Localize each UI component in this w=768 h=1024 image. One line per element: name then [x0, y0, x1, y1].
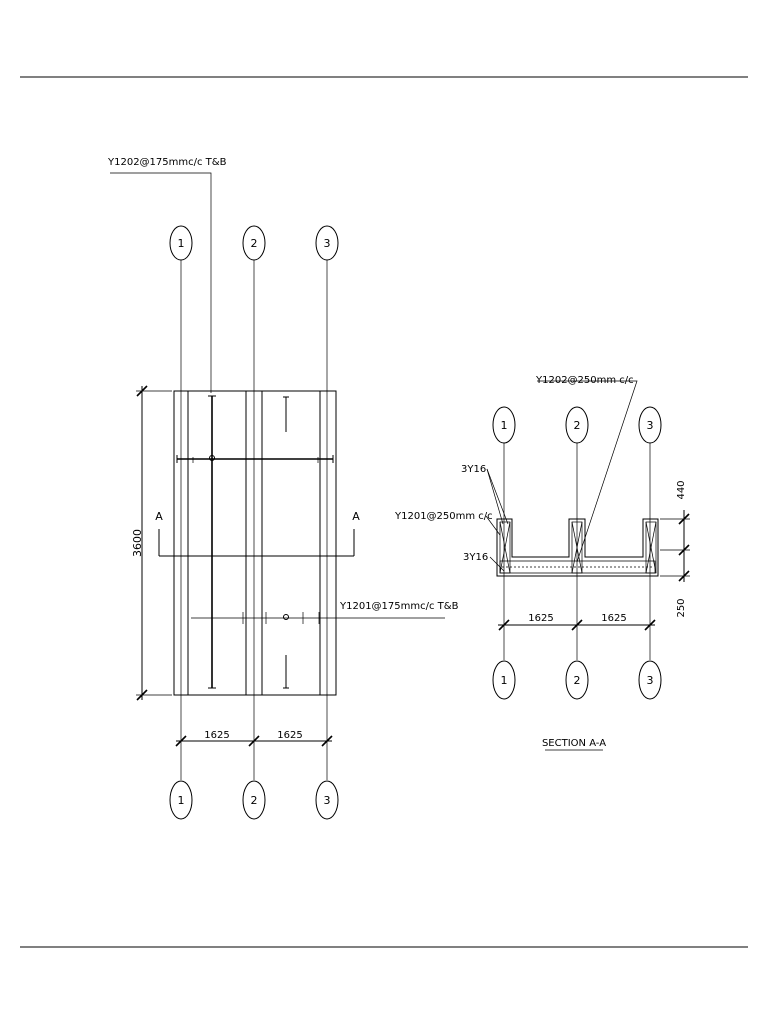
plan-view: 1 2 3 1 2 3 [107, 157, 459, 820]
plan-grid-bubble-bottom-3: 3 [315, 780, 339, 820]
section-rebar-side-note: Y1201@250mm c/c [394, 511, 501, 536]
section-title: SECTION A-A [542, 738, 606, 751]
plan-rebar-bottom-note: Y1201@175mmc/c T&B [339, 601, 459, 612]
svg-text:3: 3 [647, 674, 654, 687]
plan-grid-bubble-top-1: 1 [169, 225, 193, 261]
plan-grid-bubble-bottom-1: 1 [169, 780, 193, 820]
svg-text:2: 2 [574, 419, 581, 432]
section-grid-bubble-bottom-3: 3 [638, 660, 662, 700]
svg-text:Y1202@250mm c/c: Y1202@250mm c/c [535, 375, 634, 386]
plan-rebar-top-note: Y1202@175mmc/c T&B [107, 157, 227, 393]
svg-text:1625: 1625 [277, 730, 302, 741]
svg-text:1625: 1625 [204, 730, 229, 741]
svg-text:Y1201@250mm c/c: Y1201@250mm c/c [394, 511, 493, 522]
section-bars-top-note: 3Y16 [461, 464, 509, 525]
plan-rebar-top [176, 455, 334, 463]
svg-text:1: 1 [178, 794, 185, 807]
svg-text:1625: 1625 [601, 613, 626, 624]
section-grid-bubble-bottom-2: 2 [565, 660, 589, 700]
section-grid-bubble-top-1: 1 [492, 406, 516, 444]
svg-text:A: A [352, 510, 360, 523]
section-view: 1 2 3 1 2 3 [394, 375, 690, 751]
svg-text:3: 3 [324, 794, 331, 807]
plan-slab-outline [173, 390, 337, 696]
plan-grid-bubble-bottom-2: 2 [242, 780, 266, 820]
svg-text:SECTION A-A: SECTION A-A [542, 738, 606, 749]
svg-text:250: 250 [676, 598, 687, 617]
svg-text:A: A [155, 510, 163, 523]
section-concrete-outline [496, 518, 659, 577]
svg-text:440: 440 [676, 480, 687, 499]
svg-text:3: 3 [324, 237, 331, 250]
section-rebar-top-note: Y1202@250mm c/c [535, 375, 638, 563]
plan-section-cut: A A [155, 510, 360, 557]
svg-text:1: 1 [178, 237, 185, 250]
svg-text:2: 2 [251, 794, 258, 807]
section-beam-stirrup-1 [499, 521, 511, 574]
svg-text:3: 3 [647, 419, 654, 432]
plan-rebar-bottom [191, 612, 445, 624]
section-bars-bottom-note: 3Y16 [463, 552, 505, 572]
plan-dim-vertical: 3600 [131, 385, 172, 701]
svg-text:3Y16: 3Y16 [461, 464, 486, 475]
plan-dim-horizontal: 1625 1625 [175, 730, 333, 747]
svg-text:2: 2 [251, 237, 258, 250]
svg-text:1625: 1625 [528, 613, 553, 624]
section-grid-bubble-top-3: 3 [638, 406, 662, 444]
section-grid-bubble-bottom-1: 1 [492, 660, 516, 700]
plan-grid-bubble-top-3: 3 [315, 225, 339, 261]
svg-text:1: 1 [501, 674, 508, 687]
svg-text:Y1202@175mmc/c T&B: Y1202@175mmc/c T&B [107, 157, 227, 168]
svg-text:3600: 3600 [131, 529, 144, 557]
section-dim-vertical: 440 250 [660, 480, 690, 618]
svg-text:3Y16: 3Y16 [463, 552, 488, 563]
svg-text:1: 1 [501, 419, 508, 432]
svg-text:2: 2 [574, 674, 581, 687]
section-grid-bubble-top-2: 2 [565, 406, 589, 444]
section-dim-horizontal: 1625 1625 [498, 613, 656, 631]
plan-grid-bubble-top-2: 2 [242, 225, 266, 261]
section-beam-stirrup-3 [645, 521, 657, 574]
